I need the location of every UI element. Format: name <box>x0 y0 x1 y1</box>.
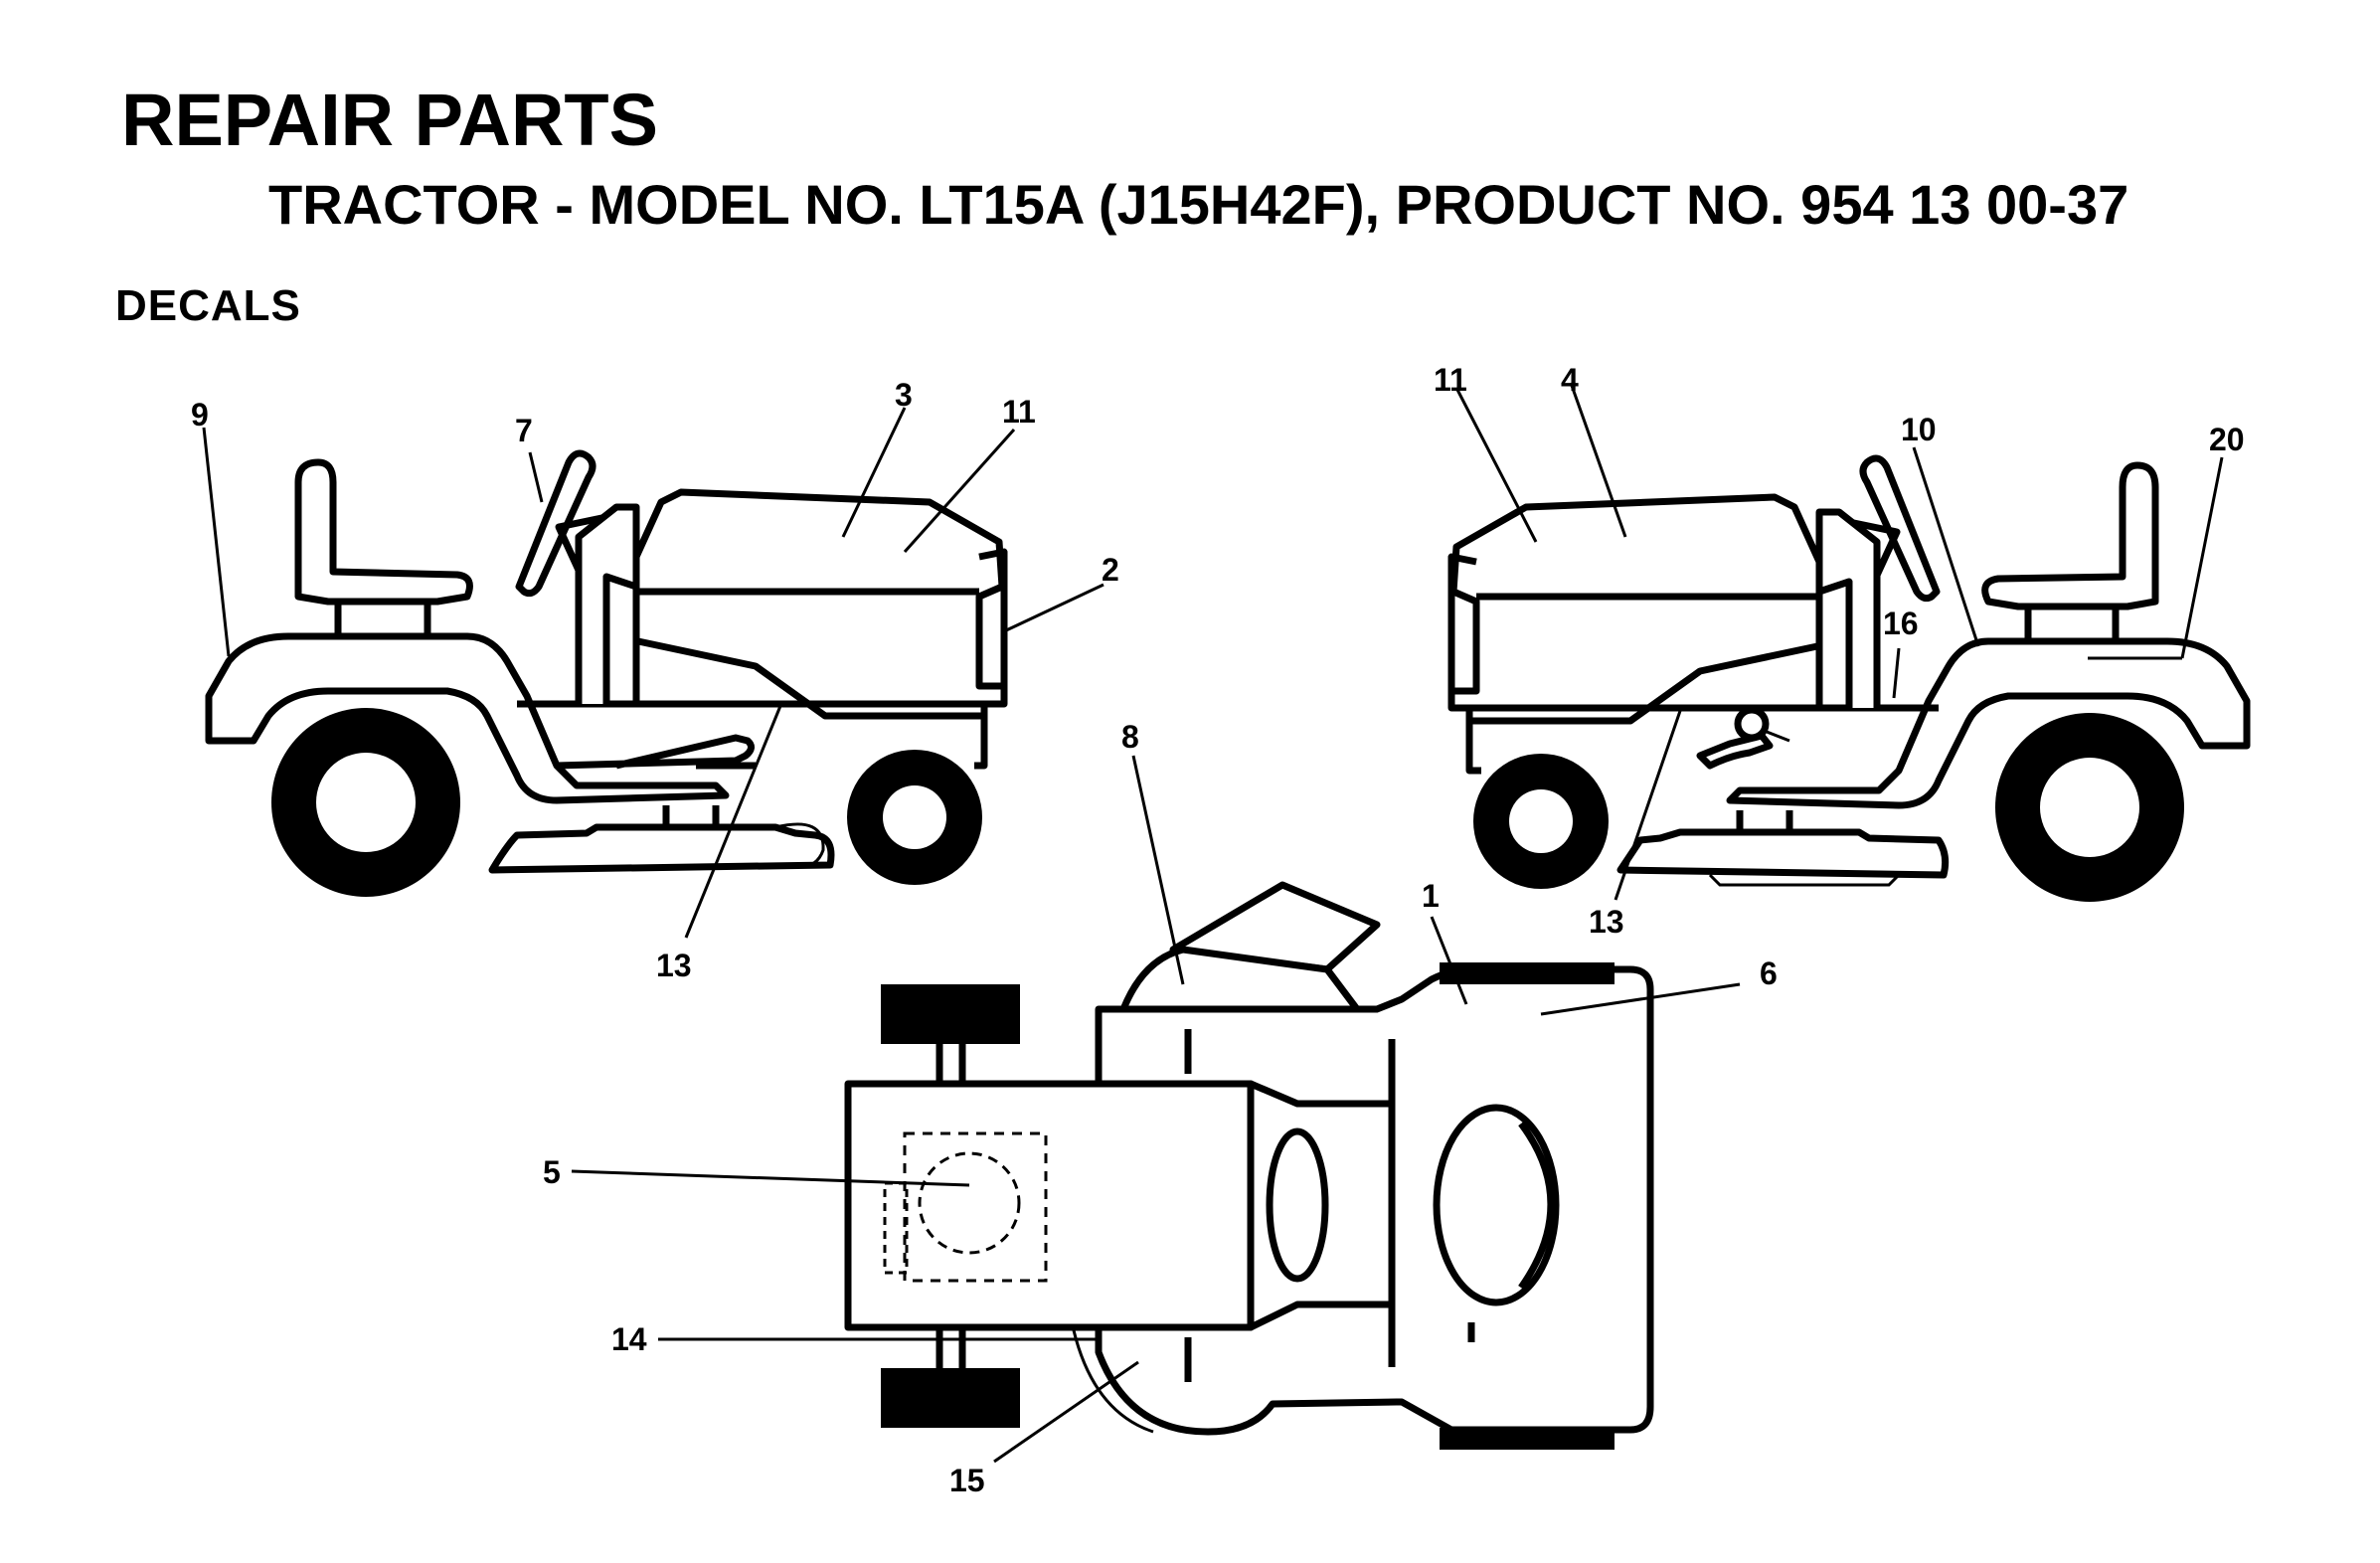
callout-left-3: 3 <box>895 377 913 413</box>
callout-right-10: 10 <box>1901 412 1937 447</box>
callout-left-11: 11 <box>1002 394 1036 430</box>
callout-top-5: 5 <box>543 1154 561 1190</box>
callout-top-1: 1 <box>1422 878 1440 914</box>
callout-right-11: 11 <box>1434 362 1467 398</box>
model-subtitle: TRACTOR - MODEL NO. LT15A (J15H42F), PRO… <box>268 173 2129 236</box>
callout-left-7: 7 <box>515 413 533 448</box>
section-heading: DECALS <box>115 281 301 330</box>
tractor-left-side-view <box>205 449 1008 897</box>
callout-left-13: 13 <box>656 948 692 983</box>
callout-top-6: 6 <box>1760 955 1778 991</box>
page-title: REPAIR PARTS <box>121 79 658 161</box>
callout-right-13: 13 <box>1589 904 1624 940</box>
callout-right-20: 20 <box>2209 422 2245 457</box>
callout-right-16: 16 <box>1883 606 1919 641</box>
tractor-right-side-view <box>1447 454 2251 902</box>
callout-labels: 9 7 3 11 2 13 11 4 10 20 16 13 8 1 6 5 1… <box>191 362 2245 1498</box>
leader-lines <box>202 382 2224 1464</box>
callout-top-8: 8 <box>1121 719 1139 755</box>
tractor-top-view <box>844 881 1654 1450</box>
callout-top-14: 14 <box>611 1321 647 1357</box>
callout-left-2: 2 <box>1102 552 1119 588</box>
callout-top-15: 15 <box>949 1463 985 1498</box>
callout-left-9: 9 <box>191 397 209 433</box>
callout-right-4: 4 <box>1561 362 1579 398</box>
